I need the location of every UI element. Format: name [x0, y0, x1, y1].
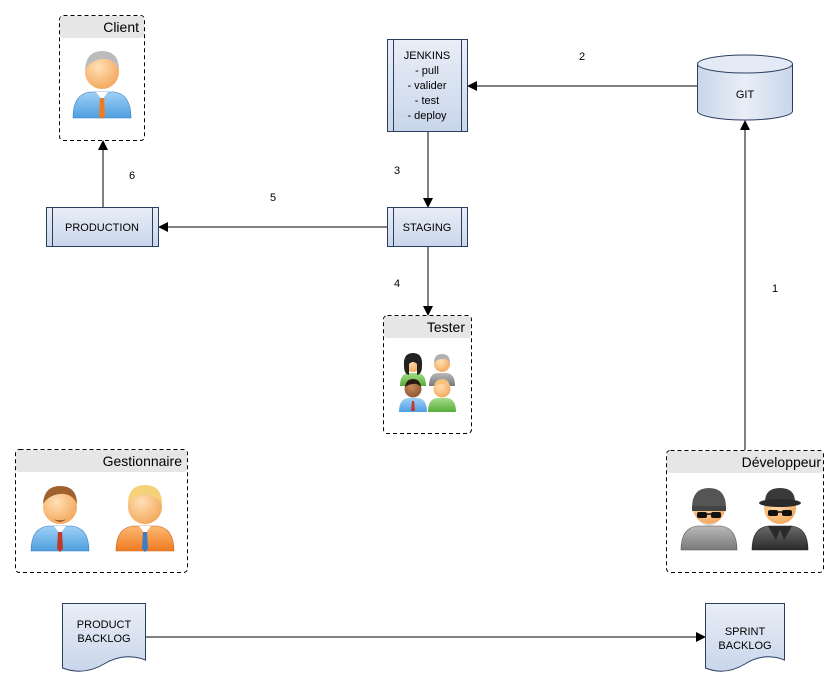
- sprint-backlog-line1: SPRINT: [725, 626, 766, 638]
- sprint-backlog-node[interactable]: SPRINT BACKLOG: [705, 603, 785, 672]
- jenkins-step-deploy: - deploy: [407, 110, 447, 122]
- developpeur-hacker-icon: [751, 488, 809, 551]
- jenkins-step-test: - test: [415, 95, 439, 107]
- jenkins-step-valider: - valider: [407, 80, 446, 92]
- product-backlog-line1: PRODUCT: [77, 619, 132, 631]
- git-node[interactable]: GIT: [697, 54, 793, 121]
- client-group[interactable]: Client: [59, 15, 145, 141]
- production-label: PRODUCTION: [65, 222, 139, 234]
- developpeur-group[interactable]: Développeur: [666, 450, 824, 573]
- product-backlog-node[interactable]: PRODUCT BACKLOG: [62, 603, 146, 672]
- gestionnaire-group[interactable]: Gestionnaire: [15, 449, 188, 573]
- jenkins-step-pull: - pull: [415, 65, 439, 77]
- tester-group[interactable]: Tester: [383, 315, 472, 434]
- gestionnaire-person-icon: [30, 486, 90, 552]
- tester-person-icon: [428, 379, 456, 412]
- gestionnaire-person-icon: [115, 485, 175, 552]
- edge-label-4: 4: [394, 278, 400, 290]
- git-label: GIT: [736, 89, 755, 101]
- edge-label-1: 1: [772, 283, 778, 295]
- developpeur-hacker-icon: [680, 488, 738, 551]
- tester-title: Tester: [427, 319, 465, 335]
- edge-label-5: 5: [270, 192, 276, 204]
- gestionnaire-title: Gestionnaire: [103, 453, 183, 469]
- sprint-backlog-line2: BACKLOG: [718, 640, 771, 652]
- production-node[interactable]: PRODUCTION: [46, 207, 159, 247]
- client-title: Client: [103, 19, 139, 35]
- staging-node[interactable]: STAGING: [387, 207, 468, 247]
- client-person-icon: [72, 51, 132, 119]
- product-backlog-line2: BACKLOG: [77, 633, 130, 645]
- tester-person-icon: [399, 379, 427, 412]
- staging-label: STAGING: [403, 222, 452, 234]
- developpeur-title: Développeur: [742, 454, 822, 470]
- jenkins-node[interactable]: JENKINS - pull - valider - test - deploy: [387, 39, 468, 132]
- edge-label-6: 6: [129, 170, 135, 182]
- edge-label-3: 3: [394, 165, 400, 177]
- edge-label-2: 2: [579, 51, 585, 63]
- jenkins-title: JENKINS: [404, 50, 450, 62]
